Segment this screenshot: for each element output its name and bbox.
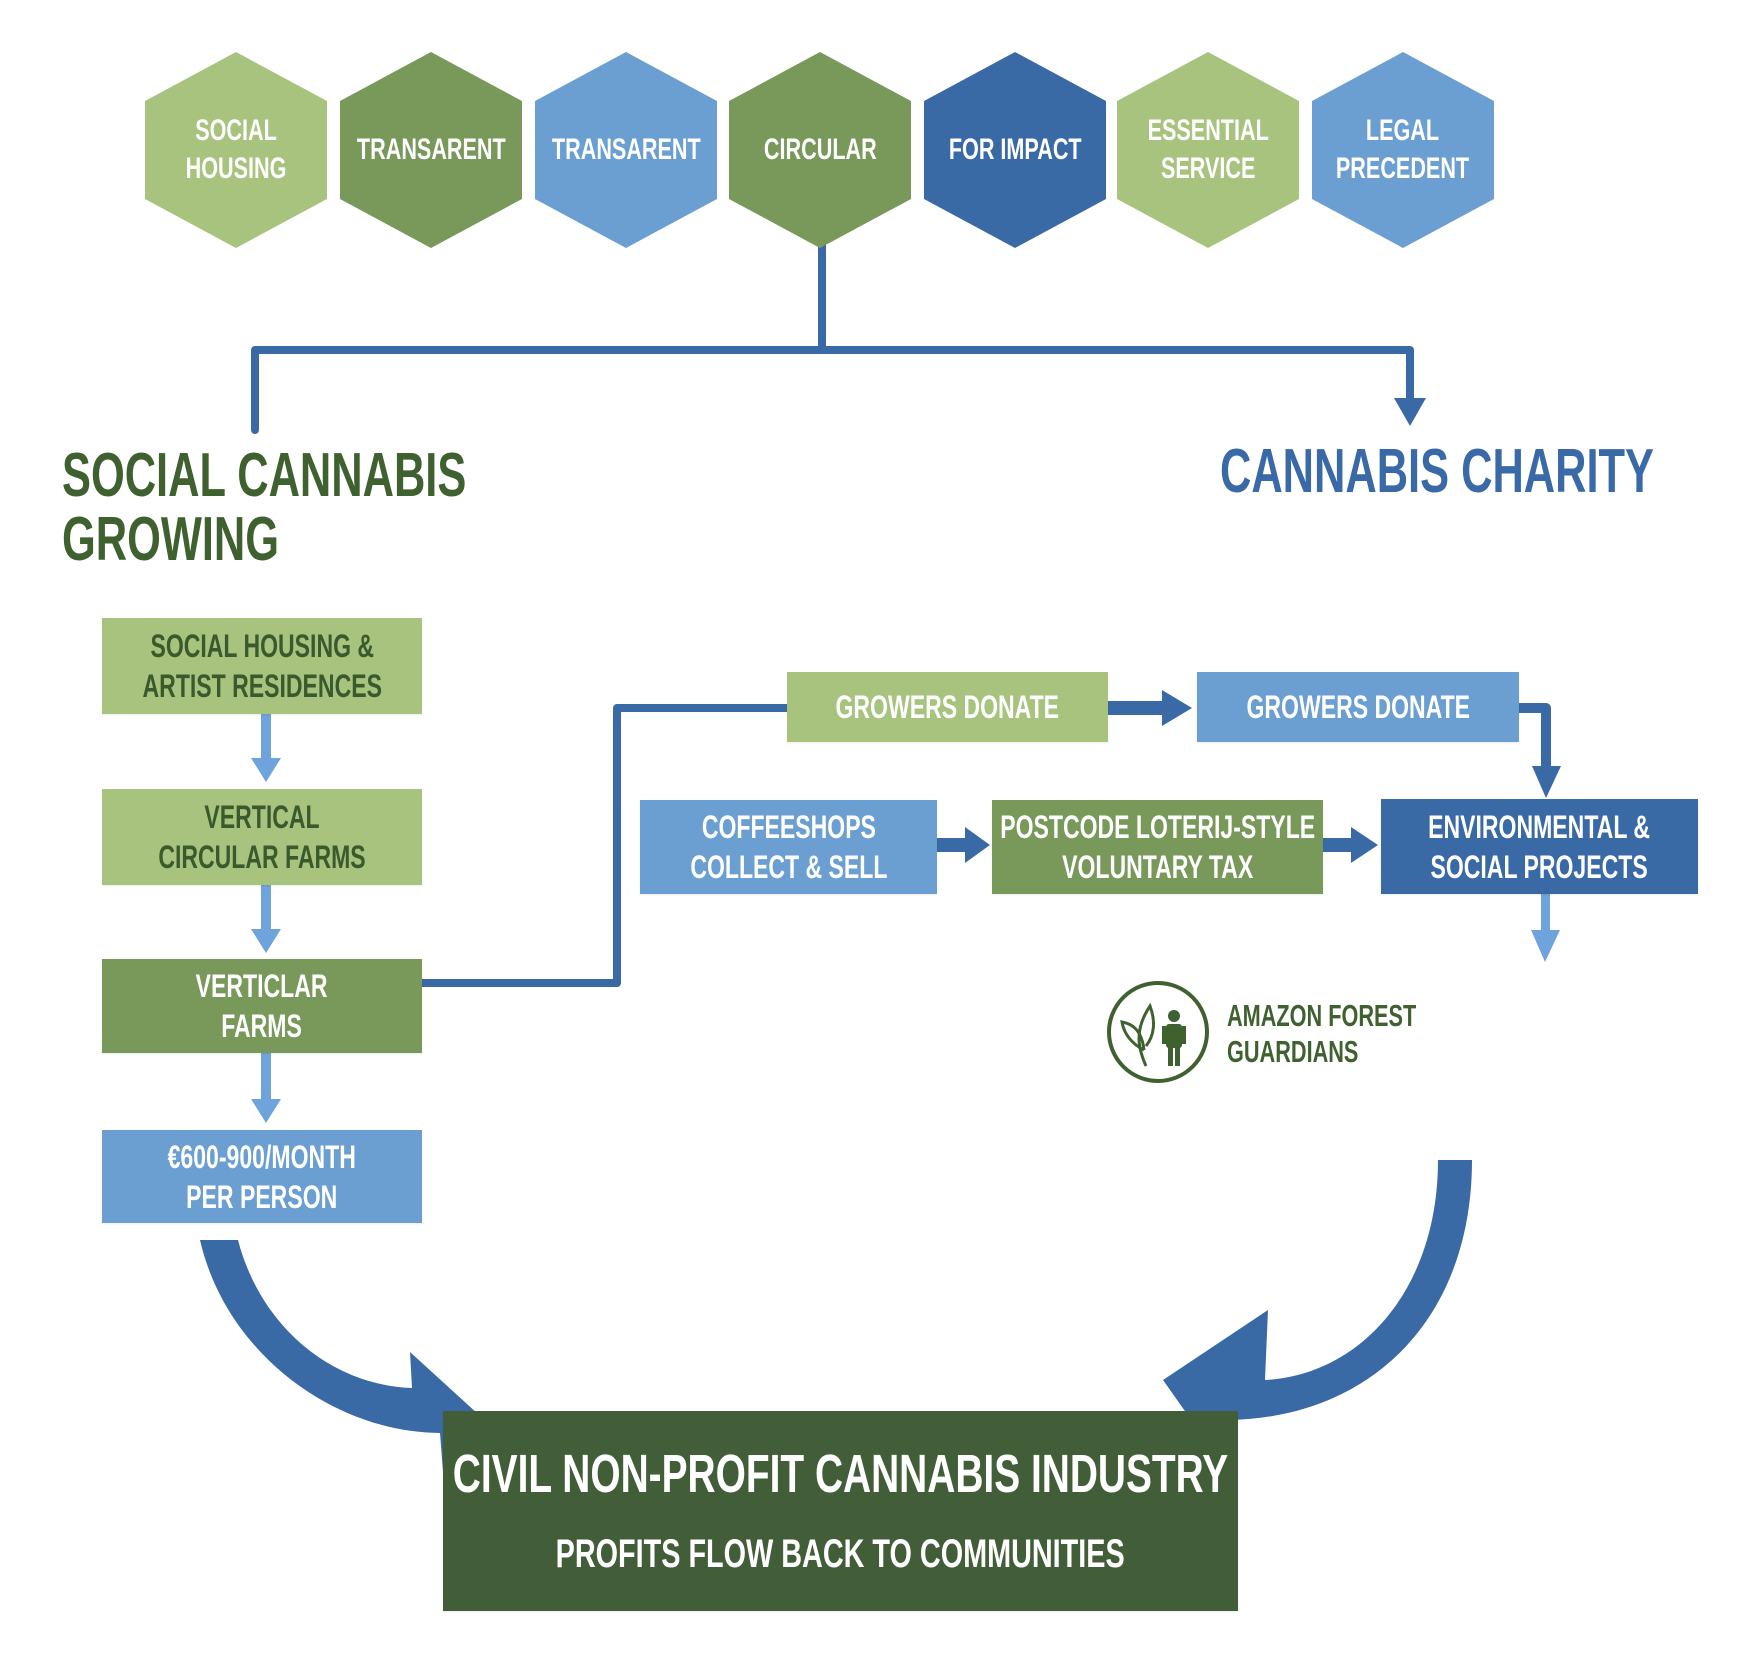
- projects-down-arrowhead: [1531, 930, 1560, 962]
- hexagon-label-line2: PRECEDENT: [1336, 152, 1470, 185]
- box-line: GROWERS DONATE: [835, 689, 1060, 725]
- amazon-label-line1: AMAZON FOREST: [1227, 998, 1417, 1033]
- box-line: FARMS: [221, 1008, 303, 1044]
- box-line: SOCIAL HOUSING &: [150, 628, 374, 664]
- hexagon-label-line1: SOCIAL: [195, 114, 277, 147]
- left-column-arrows: [251, 714, 281, 1123]
- box-line: COFFEESHOPS: [701, 809, 876, 845]
- hexagon-transarent: TRANSARENT: [340, 52, 522, 248]
- hexagon-legal-precedent: LEGAL PRECEDENT: [1312, 52, 1494, 248]
- hexagon-label-line1: ESSENTIAL: [1147, 114, 1269, 147]
- box-verticlar-farms: VERTICLAR FARMS: [102, 959, 422, 1053]
- box-growers-donate-2: GROWERS DONATE: [1197, 672, 1519, 742]
- hexagon-label-line1: TRANSARENT: [356, 133, 506, 166]
- donate-to-projects-connector: [1519, 703, 1551, 770]
- outcome-box: CIVIL NON-PROFIT CANNABIS INDUSTRY PROFI…: [443, 1411, 1238, 1611]
- hexagon-label-line2: HOUSING: [185, 152, 287, 185]
- left-branch-title-line1: SOCIAL CANNABIS: [62, 441, 467, 510]
- box-line: VERTICAL: [204, 799, 320, 835]
- box-line: POSTCODE LOTERIJ-STYLE: [1000, 809, 1315, 845]
- hexagon-label-line2: SERVICE: [1160, 152, 1256, 185]
- box-line: €600-900/MONTH: [167, 1138, 357, 1175]
- charity-arrows: [937, 690, 1378, 863]
- hexagon-label: LEGAL PRECEDENT: [1336, 112, 1469, 188]
- outcome-title: CIVIL NON-PROFIT CANNABIS INDUSTRY: [452, 1444, 1229, 1504]
- hexagon-label: SOCIAL HOUSING: [186, 112, 287, 188]
- hexagon-label: FOR IMPACT: [949, 131, 1082, 169]
- hexagon-label-line1: FOR IMPACT: [948, 133, 1082, 166]
- box-line: ARTIST RESIDENCES: [142, 668, 382, 704]
- hexagon-label-line1: TRANSARENT: [551, 133, 701, 166]
- box-vertical-circular-farms: VERTICAL CIRCULAR FARMS: [102, 789, 422, 885]
- box-line: SOCIAL PROJECTS: [1430, 848, 1649, 885]
- left-branch-title: SOCIAL CANNABIS GROWING: [62, 444, 466, 572]
- hexagon-label: TRANSARENT: [552, 131, 701, 169]
- box-line: COLLECT & SELL: [689, 849, 888, 885]
- amazon-label: AMAZON FOREST GUARDIANS: [1227, 998, 1416, 1070]
- right-branch-title: CANNABIS CHARITY: [1220, 440, 1654, 504]
- box-social-housing: SOCIAL HOUSING & ARTIST RESIDENCES: [102, 618, 422, 714]
- arrow-to-charity-head: [1394, 398, 1426, 426]
- hexagon-label: CIRCULAR: [764, 131, 877, 169]
- box-env-social-projects: ENVIRONMENTAL &SOCIAL PROJECTS: [1381, 799, 1698, 894]
- outcome-subtitle: PROFITS FLOW BACK TO COMMUNITIES: [555, 1532, 1126, 1576]
- hexagon-label-line1: LEGAL: [1366, 114, 1440, 147]
- connector-branch: [251, 346, 1414, 434]
- box-postcode-tax: POSTCODE LOTERIJ-STYLE VOLUNTARY TAX: [992, 800, 1323, 894]
- farms-to-donate-connector: [422, 704, 787, 987]
- box-growers-donate-1: GROWERS DONATE: [787, 672, 1108, 742]
- left-branch-title-line2: GROWING: [62, 505, 279, 574]
- hexagon-label: TRANSARENT: [357, 131, 506, 169]
- leaf-person-icon: [1107, 981, 1209, 1083]
- projects-down-shaft: [1541, 894, 1550, 934]
- hexagon-essential-service: ESSENTIAL SERVICE: [1117, 52, 1299, 248]
- donate-to-projects-arrowhead: [1532, 766, 1561, 798]
- hexagon-label: ESSENTIAL SERVICE: [1147, 112, 1268, 188]
- tree-connector: [251, 241, 1414, 434]
- box-line: ENVIRONMENTAL &: [1428, 808, 1651, 845]
- hexagon-label-line1: CIRCULAR: [763, 133, 877, 166]
- box-line: CIRCULAR FARMS: [158, 839, 366, 875]
- box-line: VOLUNTARY TAX: [1061, 849, 1254, 885]
- box-line: GROWERS DONATE: [1246, 689, 1470, 725]
- box-line: VERTICLAR: [196, 968, 328, 1004]
- amazon-label-line2: GUARDIANS: [1227, 1034, 1359, 1069]
- box-line: PER PERSON: [186, 1178, 338, 1215]
- box-coffeeshops: COFFEESHOPS COLLECT & SELL: [640, 800, 937, 894]
- curved-arrow-right: [1163, 1160, 1472, 1465]
- right-branch-title-text: CANNABIS CHARITY: [1220, 437, 1654, 506]
